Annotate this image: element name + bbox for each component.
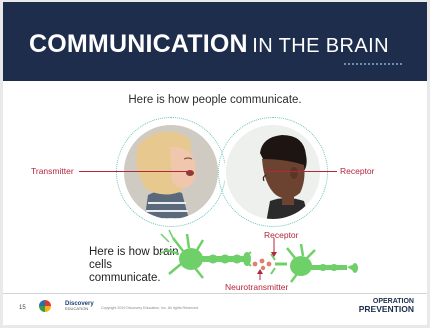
neuron-receptor-label: Receptor: [264, 230, 299, 240]
footer-divider: [3, 293, 427, 294]
operation-logo-line1: OPERATION: [372, 298, 414, 305]
discovery-word: Discovery: [65, 301, 94, 307]
right-neuron: [270, 243, 358, 283]
operation-logo-line2: PREVENTION: [358, 304, 414, 314]
transmitter-pointer: [79, 171, 189, 172]
boy-portrait: [224, 123, 322, 221]
receptor-ring: [218, 117, 328, 227]
girl-portrait: [122, 123, 220, 221]
girl-illustration: [124, 125, 218, 219]
boy-illustration: [226, 125, 320, 219]
neurotransmitter-arrow: [257, 269, 263, 280]
left-neuron: [158, 229, 252, 279]
slide-title-light: IN THE BRAIN: [252, 35, 389, 57]
receptor-arrow: [271, 238, 277, 257]
receptor-label: Receptor: [340, 166, 375, 176]
subtitle: Here is how people communicate.: [128, 94, 302, 106]
neuron-diagram: [158, 229, 358, 283]
decorative-dots: [343, 63, 403, 65]
slide-title-bold: COMMUNICATION: [29, 30, 248, 58]
title-banner: COMMUNICATION IN THE BRAIN: [3, 2, 427, 81]
operation-prevention-logo: OPERATION PREVENTION: [352, 298, 414, 314]
receptor-pointer: [265, 171, 337, 172]
discovery-logo: Discovery EDUCATION: [65, 301, 94, 311]
discovery-globe-icon: [39, 300, 51, 312]
slide-title: COMMUNICATION IN THE BRAIN: [29, 32, 389, 57]
discovery-sub: EDUCATION: [65, 306, 89, 311]
transmitter-label: Transmitter: [31, 166, 74, 176]
brain-cells-text: Here is how brain cells communicate.: [89, 246, 179, 284]
neurotransmitter-dots: [252, 258, 272, 271]
neurotransmitter-label: Neurotransmitter: [225, 282, 289, 292]
copyright-text: Copyright 2019 Discovery Education, Inc.…: [101, 306, 199, 310]
slide: COMMUNICATION IN THE BRAIN Here is how p…: [3, 2, 427, 325]
page-number: 15: [19, 305, 26, 311]
